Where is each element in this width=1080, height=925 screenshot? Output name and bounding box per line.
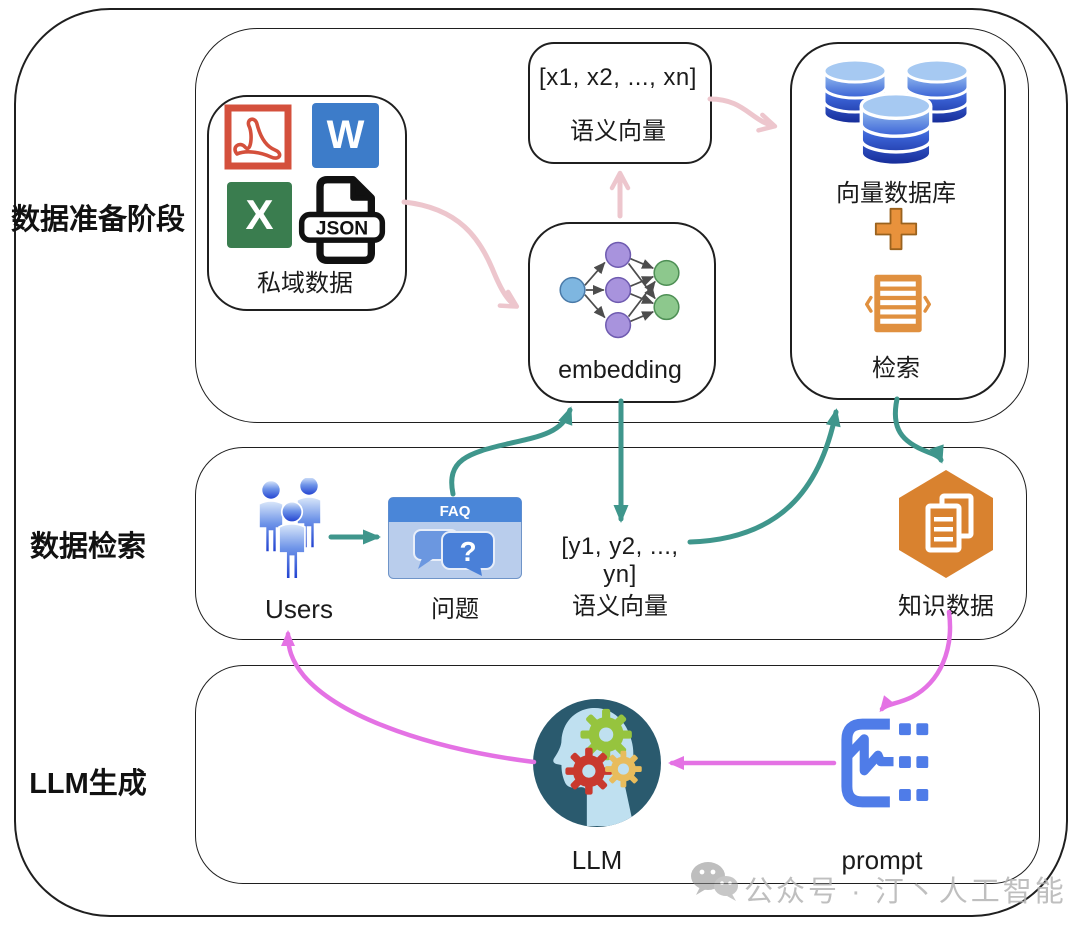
x-vector-box [528, 42, 712, 164]
vector-db-label: 向量数据库 [836, 180, 956, 207]
knowledge-label: 知识数据 [898, 593, 994, 620]
watermark-text: 公众号 · 汀丶人工智能 [744, 876, 1067, 908]
x-vector-value: [x1, x2, ..., xn] [539, 64, 697, 91]
plus-icon [874, 207, 918, 251]
embedding-label: embedding [558, 356, 682, 384]
retrieval-section-box [195, 447, 1027, 640]
stage-label-generation: LLM生成 [29, 768, 147, 800]
llm-label: LLM [571, 845, 623, 875]
prompt-icon [841, 718, 929, 808]
retrieval-doc-icon [865, 274, 931, 333]
word-letter: W [326, 113, 365, 157]
users-label: Users [265, 594, 333, 624]
json-icon: JSON [298, 176, 386, 265]
private-data-label: 私域数据 [257, 270, 353, 297]
excel-icon: X [227, 182, 292, 248]
y-vector-label: 语义向量 [572, 593, 668, 620]
pdf-icon [224, 104, 292, 170]
x-vector-label: 语义向量 [570, 118, 666, 145]
knowledge-hexagon-icon [899, 470, 993, 578]
llm-brain-icon [533, 699, 661, 827]
faq-question-mark: ? [459, 536, 476, 567]
stage-label-prepare: 数据准备阶段 [10, 204, 185, 236]
database-icon [822, 58, 970, 168]
question-label: 问题 [431, 596, 479, 623]
wechat-icon [691, 862, 738, 901]
faq-icon: FAQ ? [388, 497, 522, 579]
y-vector-value: [y1, y2, ..., yn] [561, 533, 679, 588]
prompt-label: prompt [841, 845, 923, 875]
json-label: JSON [316, 219, 368, 240]
search-label: 检索 [872, 355, 920, 382]
stage-label-retrieval: 数据检索 [29, 531, 146, 563]
users-icon [258, 478, 322, 580]
excel-letter: X [245, 191, 274, 238]
word-icon: W [312, 103, 379, 168]
faq-title: FAQ [440, 503, 471, 520]
neural-network-icon [559, 241, 680, 339]
